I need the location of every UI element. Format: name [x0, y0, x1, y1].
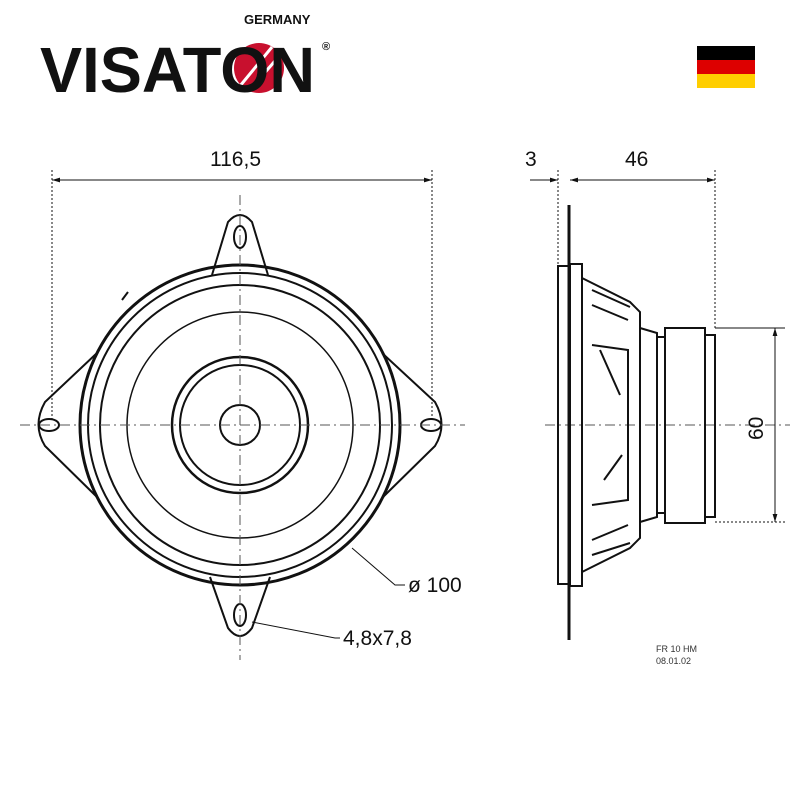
date-label: 08.01.02 [656, 656, 691, 666]
width-dimension [51, 170, 433, 420]
side-dimensions [530, 170, 785, 523]
logo-sub: GERMANY [244, 12, 311, 27]
german-flag-icon [697, 46, 755, 88]
logo-ball-stripe [238, 46, 274, 87]
model-label: FR 10 HM [656, 644, 697, 654]
depth-label: 46 [625, 148, 648, 171]
cutout-diameter-label: ø 100 [408, 574, 462, 597]
logo-brand: VISATON [40, 34, 315, 106]
side-view [557, 205, 716, 640]
logo-ball-stripe [246, 53, 283, 93]
width-label: 116,5 [210, 148, 261, 171]
logo-registered: ® [322, 41, 330, 53]
hole-size-label: 4,8x7,8 [343, 627, 412, 650]
logo-ball-icon [234, 43, 284, 93]
hole-leader [251, 621, 340, 639]
center-lines [20, 195, 790, 660]
visaton-logo: VISATON GERMANY ® [40, 12, 330, 106]
magnet-diameter-label: 60 [745, 417, 768, 440]
cutout-leader [351, 547, 405, 586]
flange-thickness-label: 3 [525, 148, 537, 171]
